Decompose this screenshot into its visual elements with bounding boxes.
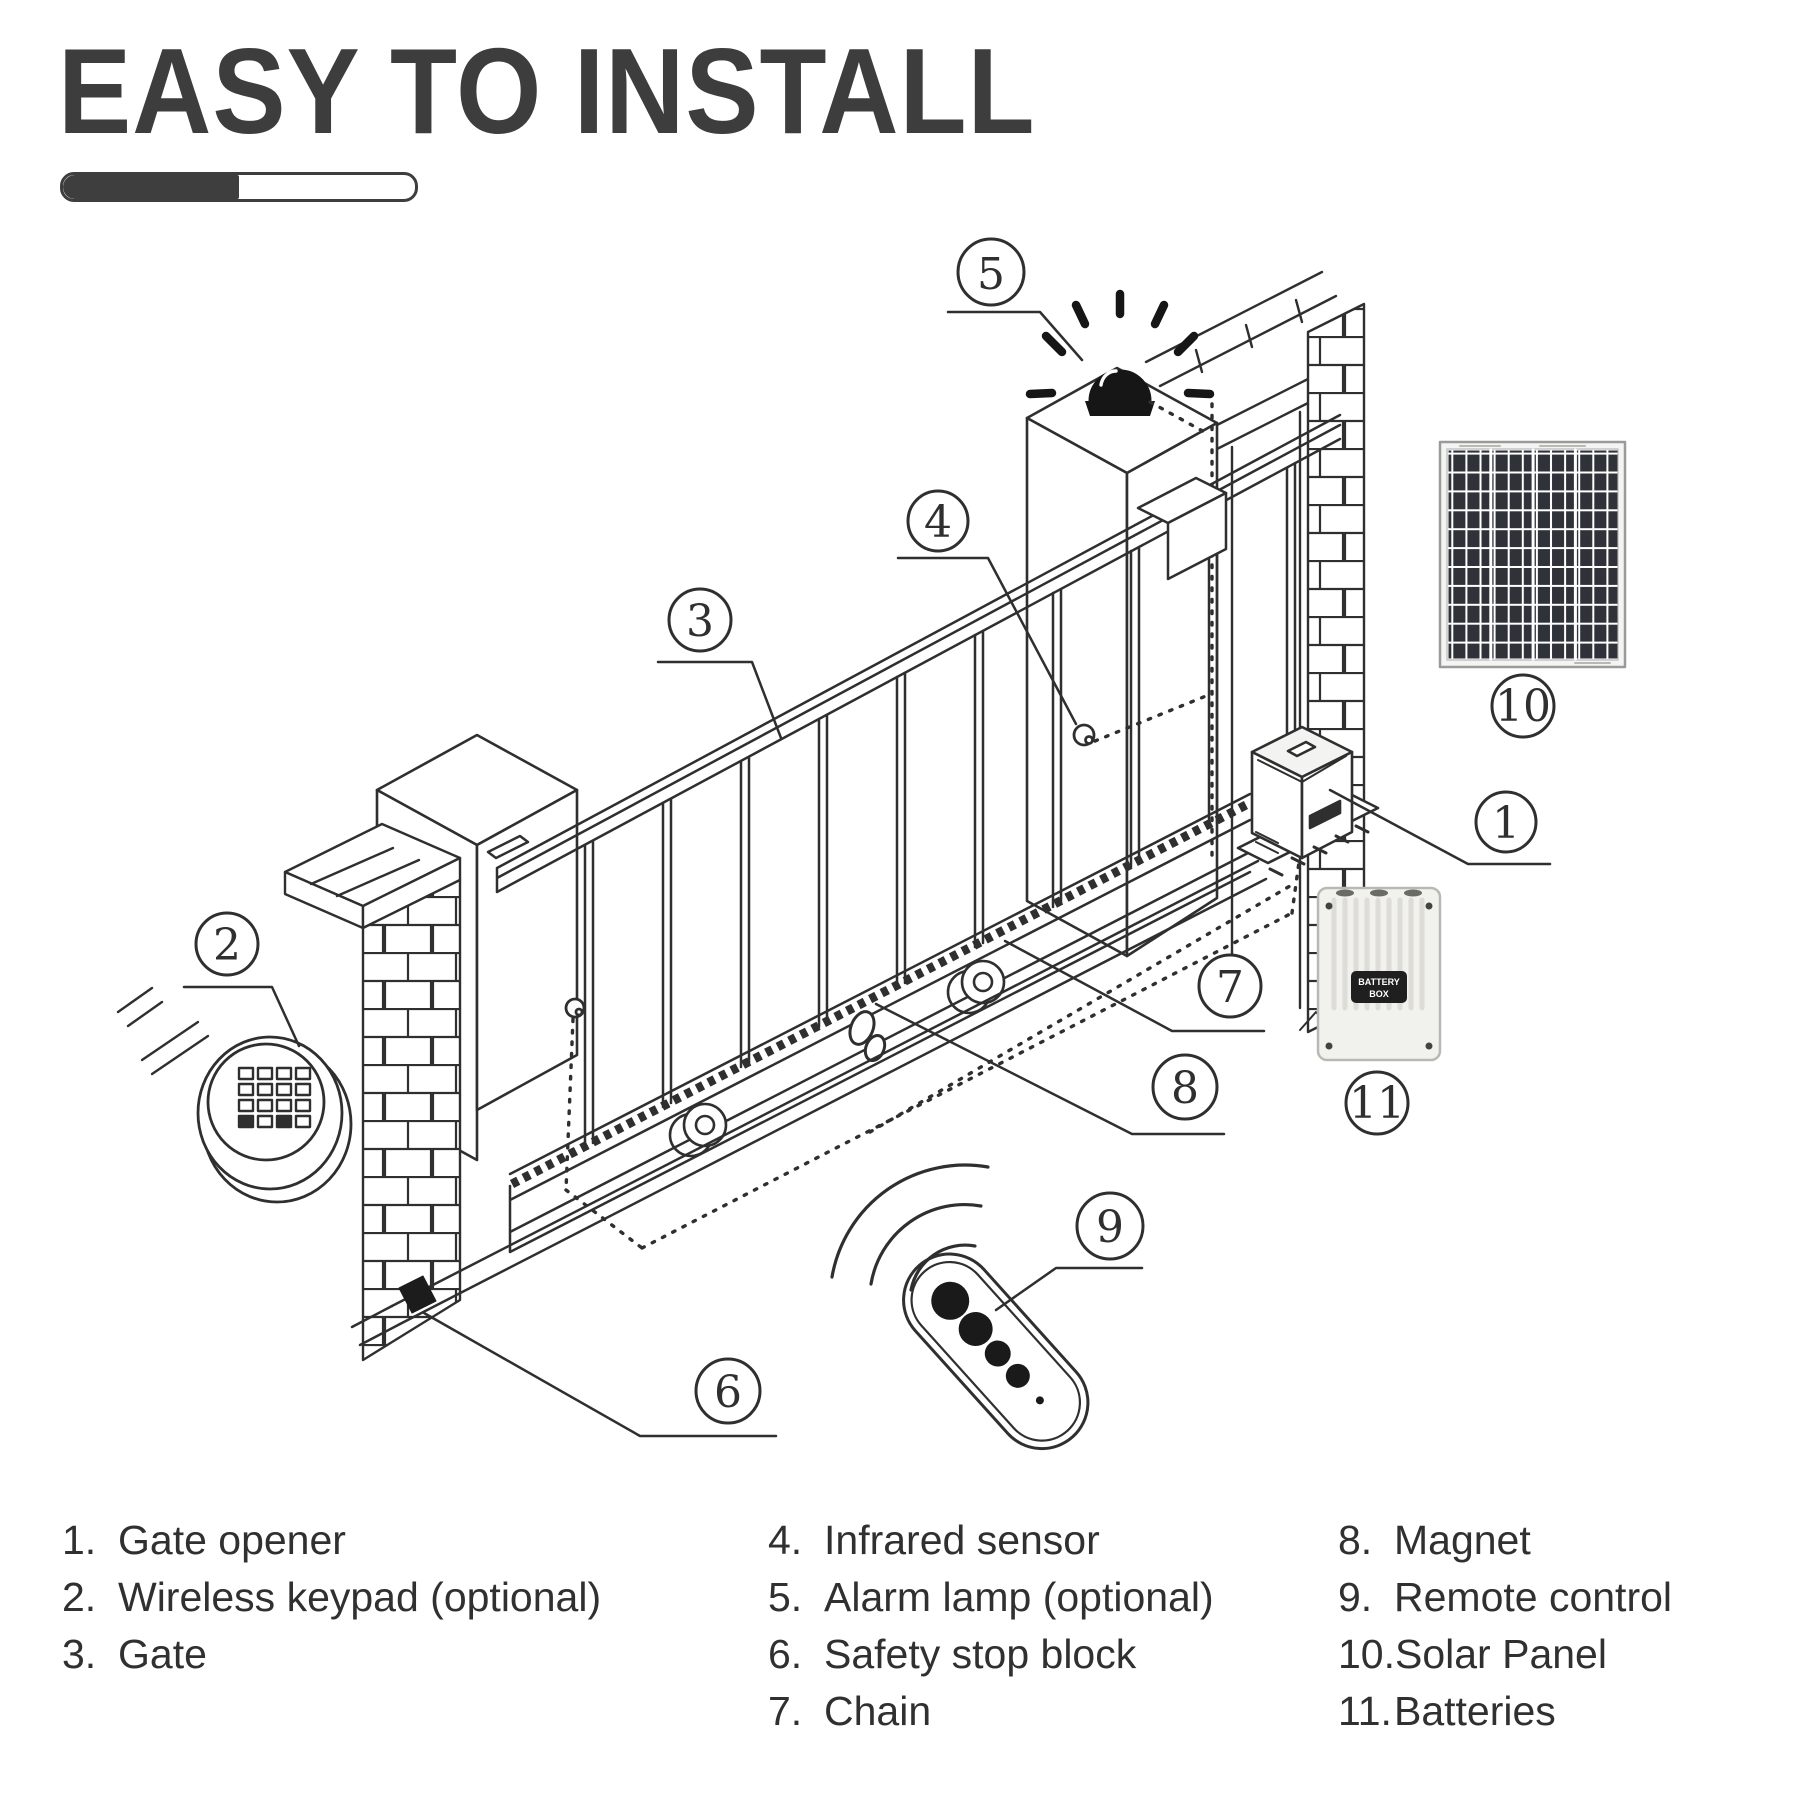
alarm-lamp — [1025, 289, 1215, 416]
svg-text:11: 11 — [1349, 1078, 1405, 1129]
callout-11 — [1344, 1070, 1410, 1136]
callout-7 — [1197, 953, 1263, 1019]
callout-9 — [1075, 1191, 1145, 1261]
legend-item: 11.Batteries — [1338, 1688, 1556, 1734]
battery-box: BATTERY BOX — [1316, 886, 1442, 1062]
infrared-sensor-right — [1072, 723, 1096, 747]
svg-text:2: 2 — [213, 920, 241, 971]
infrared-beam-dashed — [564, 400, 1301, 1250]
svg-text:5: 5 — [977, 249, 1005, 300]
callout-6 — [694, 1357, 762, 1425]
svg-text:1: 1 — [1492, 798, 1520, 849]
wall-break-mark — [116, 986, 164, 1028]
leader-1 — [1328, 788, 1552, 866]
callout-10 — [1490, 673, 1556, 739]
svg-text:6: 6 — [714, 1367, 742, 1418]
svg-text:BOX: BOX — [1369, 989, 1389, 999]
brick-wall-left — [116, 822, 462, 1362]
svg-text:8: 8 — [1171, 1063, 1199, 1114]
callout-leader-lines — [182, 310, 1552, 1438]
legend-column-1: 1.Gate opener 2.Wireless keypad (optiona… — [62, 1512, 601, 1683]
leader-8 — [874, 1002, 1226, 1136]
leader-5 — [946, 310, 1084, 362]
legend-item: 4.Infrared sensor — [768, 1517, 1100, 1563]
svg-text:3: 3 — [686, 596, 714, 647]
track-rail — [350, 859, 1268, 1347]
legend-column-3: 8.Magnet 9.Remote control 10.Solar Panel… — [1338, 1512, 1672, 1740]
title-underline-progress-bar — [60, 172, 418, 202]
legend-item: 8.Magnet — [1338, 1517, 1531, 1563]
legend-item: 10.Solar Panel — [1338, 1631, 1607, 1677]
keypad-buttons — [237, 1066, 312, 1129]
svg-text:10: 10 — [1495, 681, 1551, 732]
leader-2 — [182, 985, 301, 1048]
callout-3 — [667, 587, 733, 653]
gate-opener-unit — [1236, 725, 1380, 877]
infrared-sensor-left — [564, 997, 586, 1019]
rail-bracket — [1136, 476, 1228, 581]
wireless-keypad — [196, 1035, 353, 1204]
legend-item: 5.Alarm lamp (optional) — [768, 1574, 1214, 1620]
battery-box-label: BATTERY — [1358, 977, 1400, 987]
leader-4 — [896, 556, 1078, 726]
progress-fill — [63, 175, 239, 199]
legend-item: 1.Gate opener — [62, 1517, 346, 1563]
chain-rack — [509, 800, 1251, 1188]
callout-4 — [906, 489, 970, 553]
legend-item: 9.Remote control — [1338, 1574, 1673, 1620]
callout-5 — [956, 237, 1026, 307]
gate-wheel — [668, 1102, 728, 1158]
callout-8 — [1151, 1053, 1219, 1121]
svg-text:9: 9 — [1096, 1202, 1124, 1253]
page-title: EASY TO INSTALL — [58, 23, 1036, 159]
svg-text:7: 7 — [1216, 962, 1244, 1013]
callout-1 — [1474, 790, 1538, 854]
remote-control — [830, 1163, 1090, 1451]
legend-column-2: 4.Infrared sensor 5.Alarm lamp (optional… — [768, 1512, 1214, 1740]
svg-text:4: 4 — [924, 497, 952, 548]
leader-7 — [1003, 939, 1266, 1033]
leader-3 — [656, 660, 783, 740]
solar-panel — [1438, 440, 1627, 669]
gate — [486, 413, 1342, 1254]
legend-item: 3.Gate — [62, 1631, 207, 1677]
legend-item: 7.Chain — [768, 1688, 932, 1734]
leader-6 — [422, 1311, 778, 1438]
callout-2 — [194, 911, 260, 977]
callout-numbers: 1 2 3 4 5 6 7 8 9 10 11 — [213, 249, 1551, 1418]
wall-break-mark — [140, 1020, 210, 1076]
legend-item: 2.Wireless keypad (optional) — [62, 1574, 602, 1620]
callout-circles — [194, 237, 1556, 1425]
legend-item: 6.Safety stop block — [768, 1631, 1137, 1677]
signal-waves-icon — [830, 1163, 990, 1292]
right-pillar — [1025, 366, 1219, 958]
safety-stop-block — [398, 1275, 437, 1314]
leader-9 — [994, 1266, 1144, 1312]
